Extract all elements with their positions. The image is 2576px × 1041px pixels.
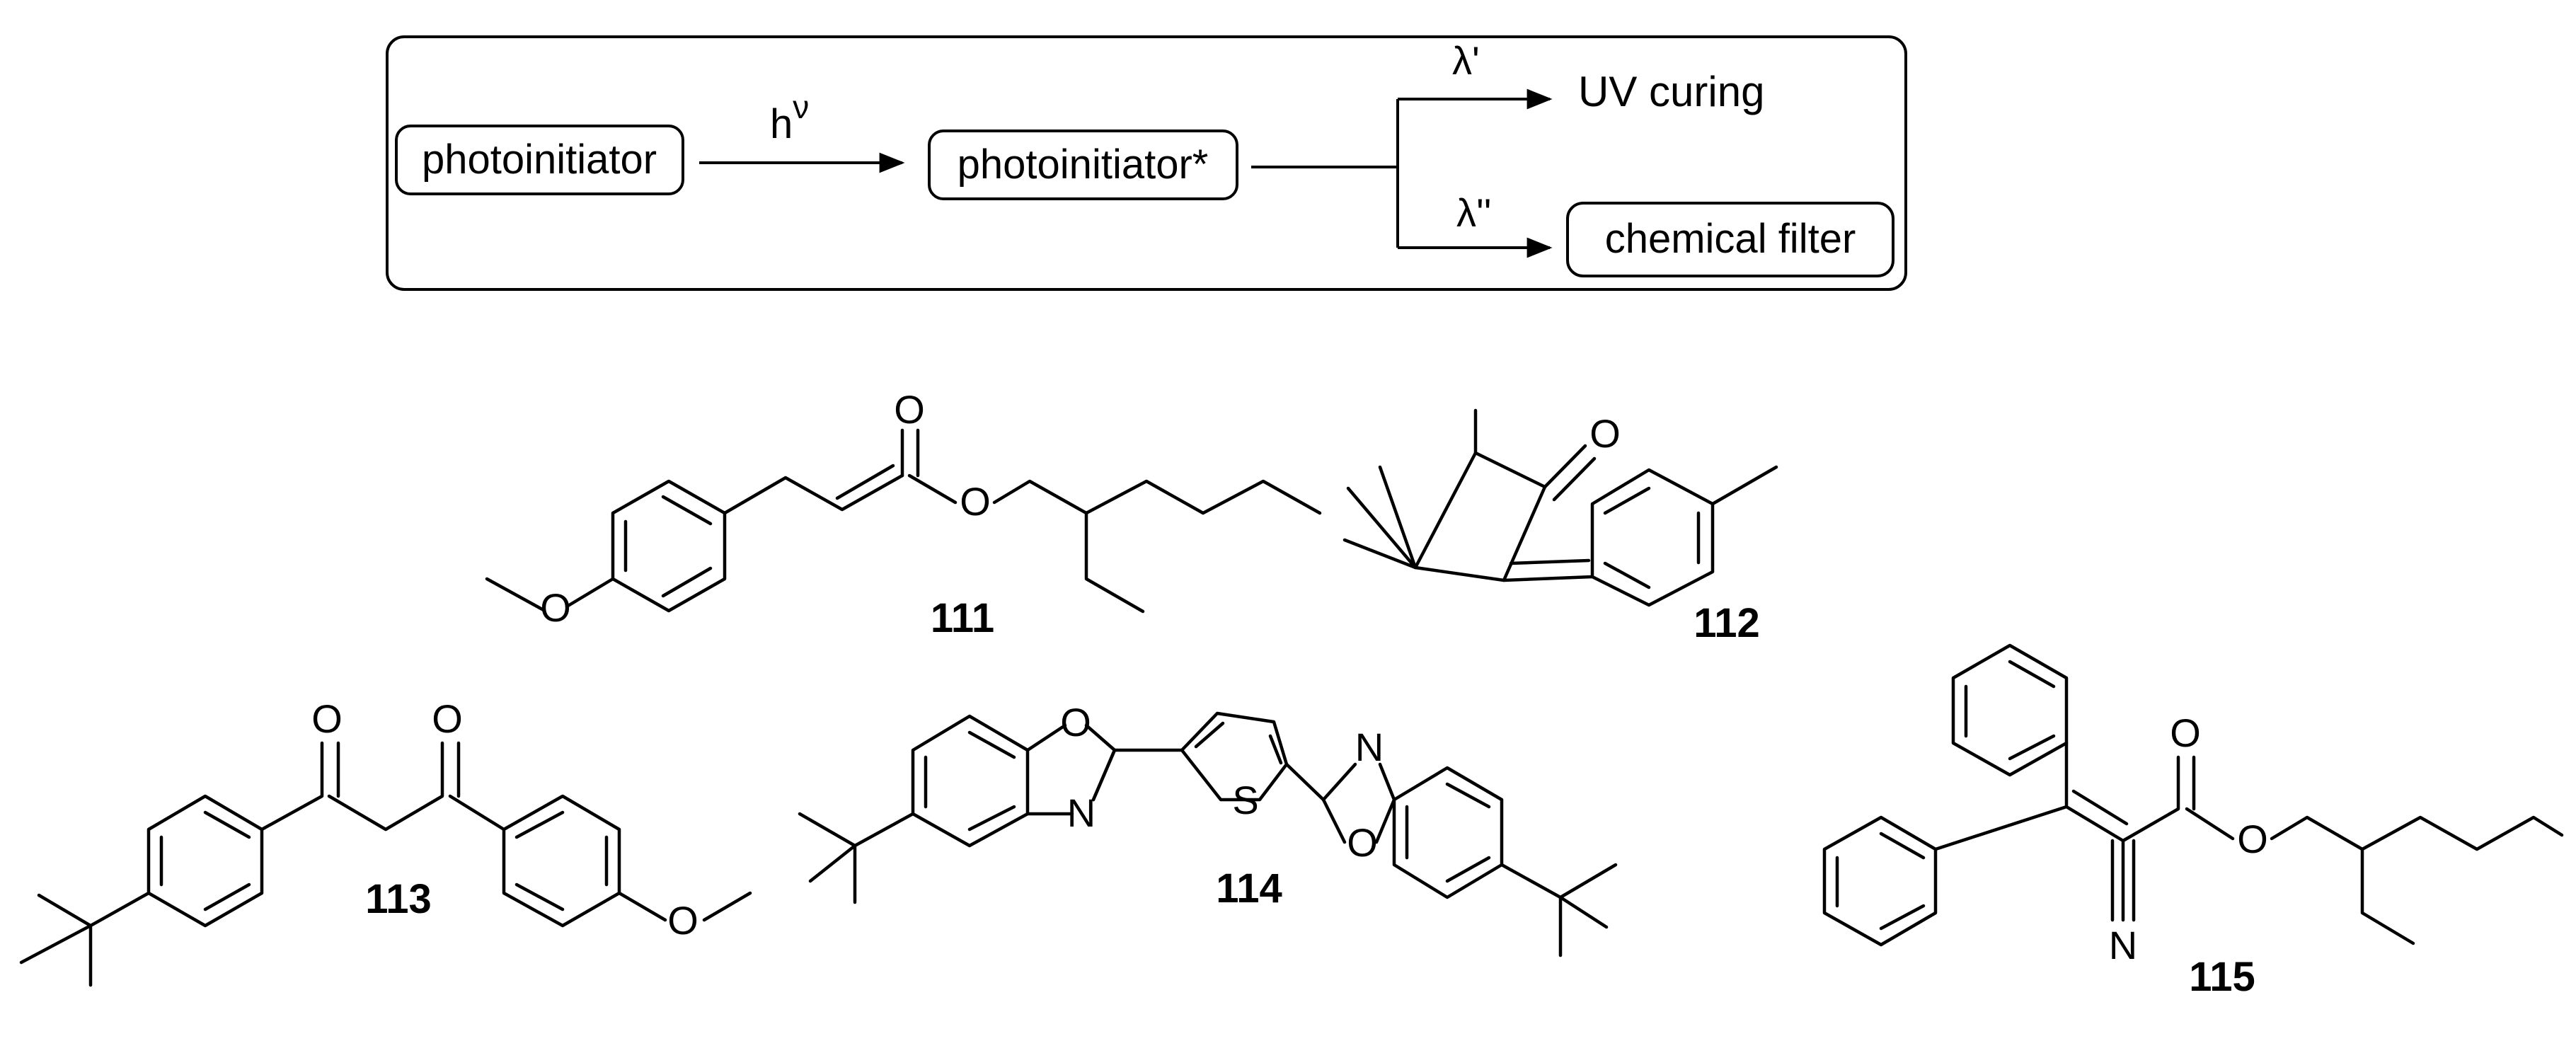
compound-label-112: 112 bbox=[1694, 600, 1760, 646]
atom-o: O bbox=[311, 696, 343, 741]
uv-curing-label: UV curing bbox=[1578, 68, 1764, 115]
photo-scheme: photoinitiator hν photoinitiator* λ' UV … bbox=[386, 35, 1907, 291]
atom-o: O bbox=[2170, 711, 2201, 755]
branch-bottom-label: λ'' bbox=[1456, 190, 1491, 235]
reactant-label: photoinitiator bbox=[422, 137, 657, 183]
irradiation-label: hν bbox=[770, 88, 809, 147]
atom-o: O bbox=[432, 696, 463, 741]
atom-o: O bbox=[1060, 700, 1091, 744]
atom-s: S bbox=[1232, 778, 1258, 822]
compound-114: O N S N O 114 bbox=[798, 700, 1618, 957]
compound-112: O 112 bbox=[1342, 408, 1778, 646]
compound-label-115: 115 bbox=[2189, 954, 2255, 1000]
chemical-filter-label: chemical filter bbox=[1605, 216, 1856, 262]
atom-o: O bbox=[960, 479, 991, 524]
scheme-frame bbox=[386, 35, 1907, 291]
branch-top-label: λ' bbox=[1452, 38, 1480, 83]
atom-n: N bbox=[2109, 923, 2137, 967]
excited-box: photoinitiator* bbox=[928, 130, 1238, 200]
atom-o: O bbox=[1347, 820, 1378, 865]
reactant-box: photoinitiator bbox=[395, 125, 684, 195]
compound-115: O O N 115 bbox=[1822, 643, 2564, 1000]
atom-n: N bbox=[1355, 725, 1384, 769]
atom-o: O bbox=[667, 898, 698, 943]
atom-o: O bbox=[1589, 411, 1621, 456]
compound-label-113: 113 bbox=[365, 876, 432, 922]
compound-113: O O O 113 bbox=[19, 696, 752, 987]
chemical-filter-box: chemical filter bbox=[1566, 202, 1894, 277]
atom-o: O bbox=[894, 387, 925, 432]
excited-label: photoinitiator* bbox=[958, 142, 1209, 188]
compound-111: O O O 111 bbox=[485, 387, 1322, 641]
atom-o: O bbox=[2237, 817, 2268, 861]
atom-o: O bbox=[540, 585, 571, 630]
compound-label-114: 114 bbox=[1216, 865, 1282, 911]
branch-lines bbox=[1251, 88, 1553, 258]
compound-label-111: 111 bbox=[931, 595, 994, 641]
atom-n: N bbox=[1067, 790, 1096, 835]
